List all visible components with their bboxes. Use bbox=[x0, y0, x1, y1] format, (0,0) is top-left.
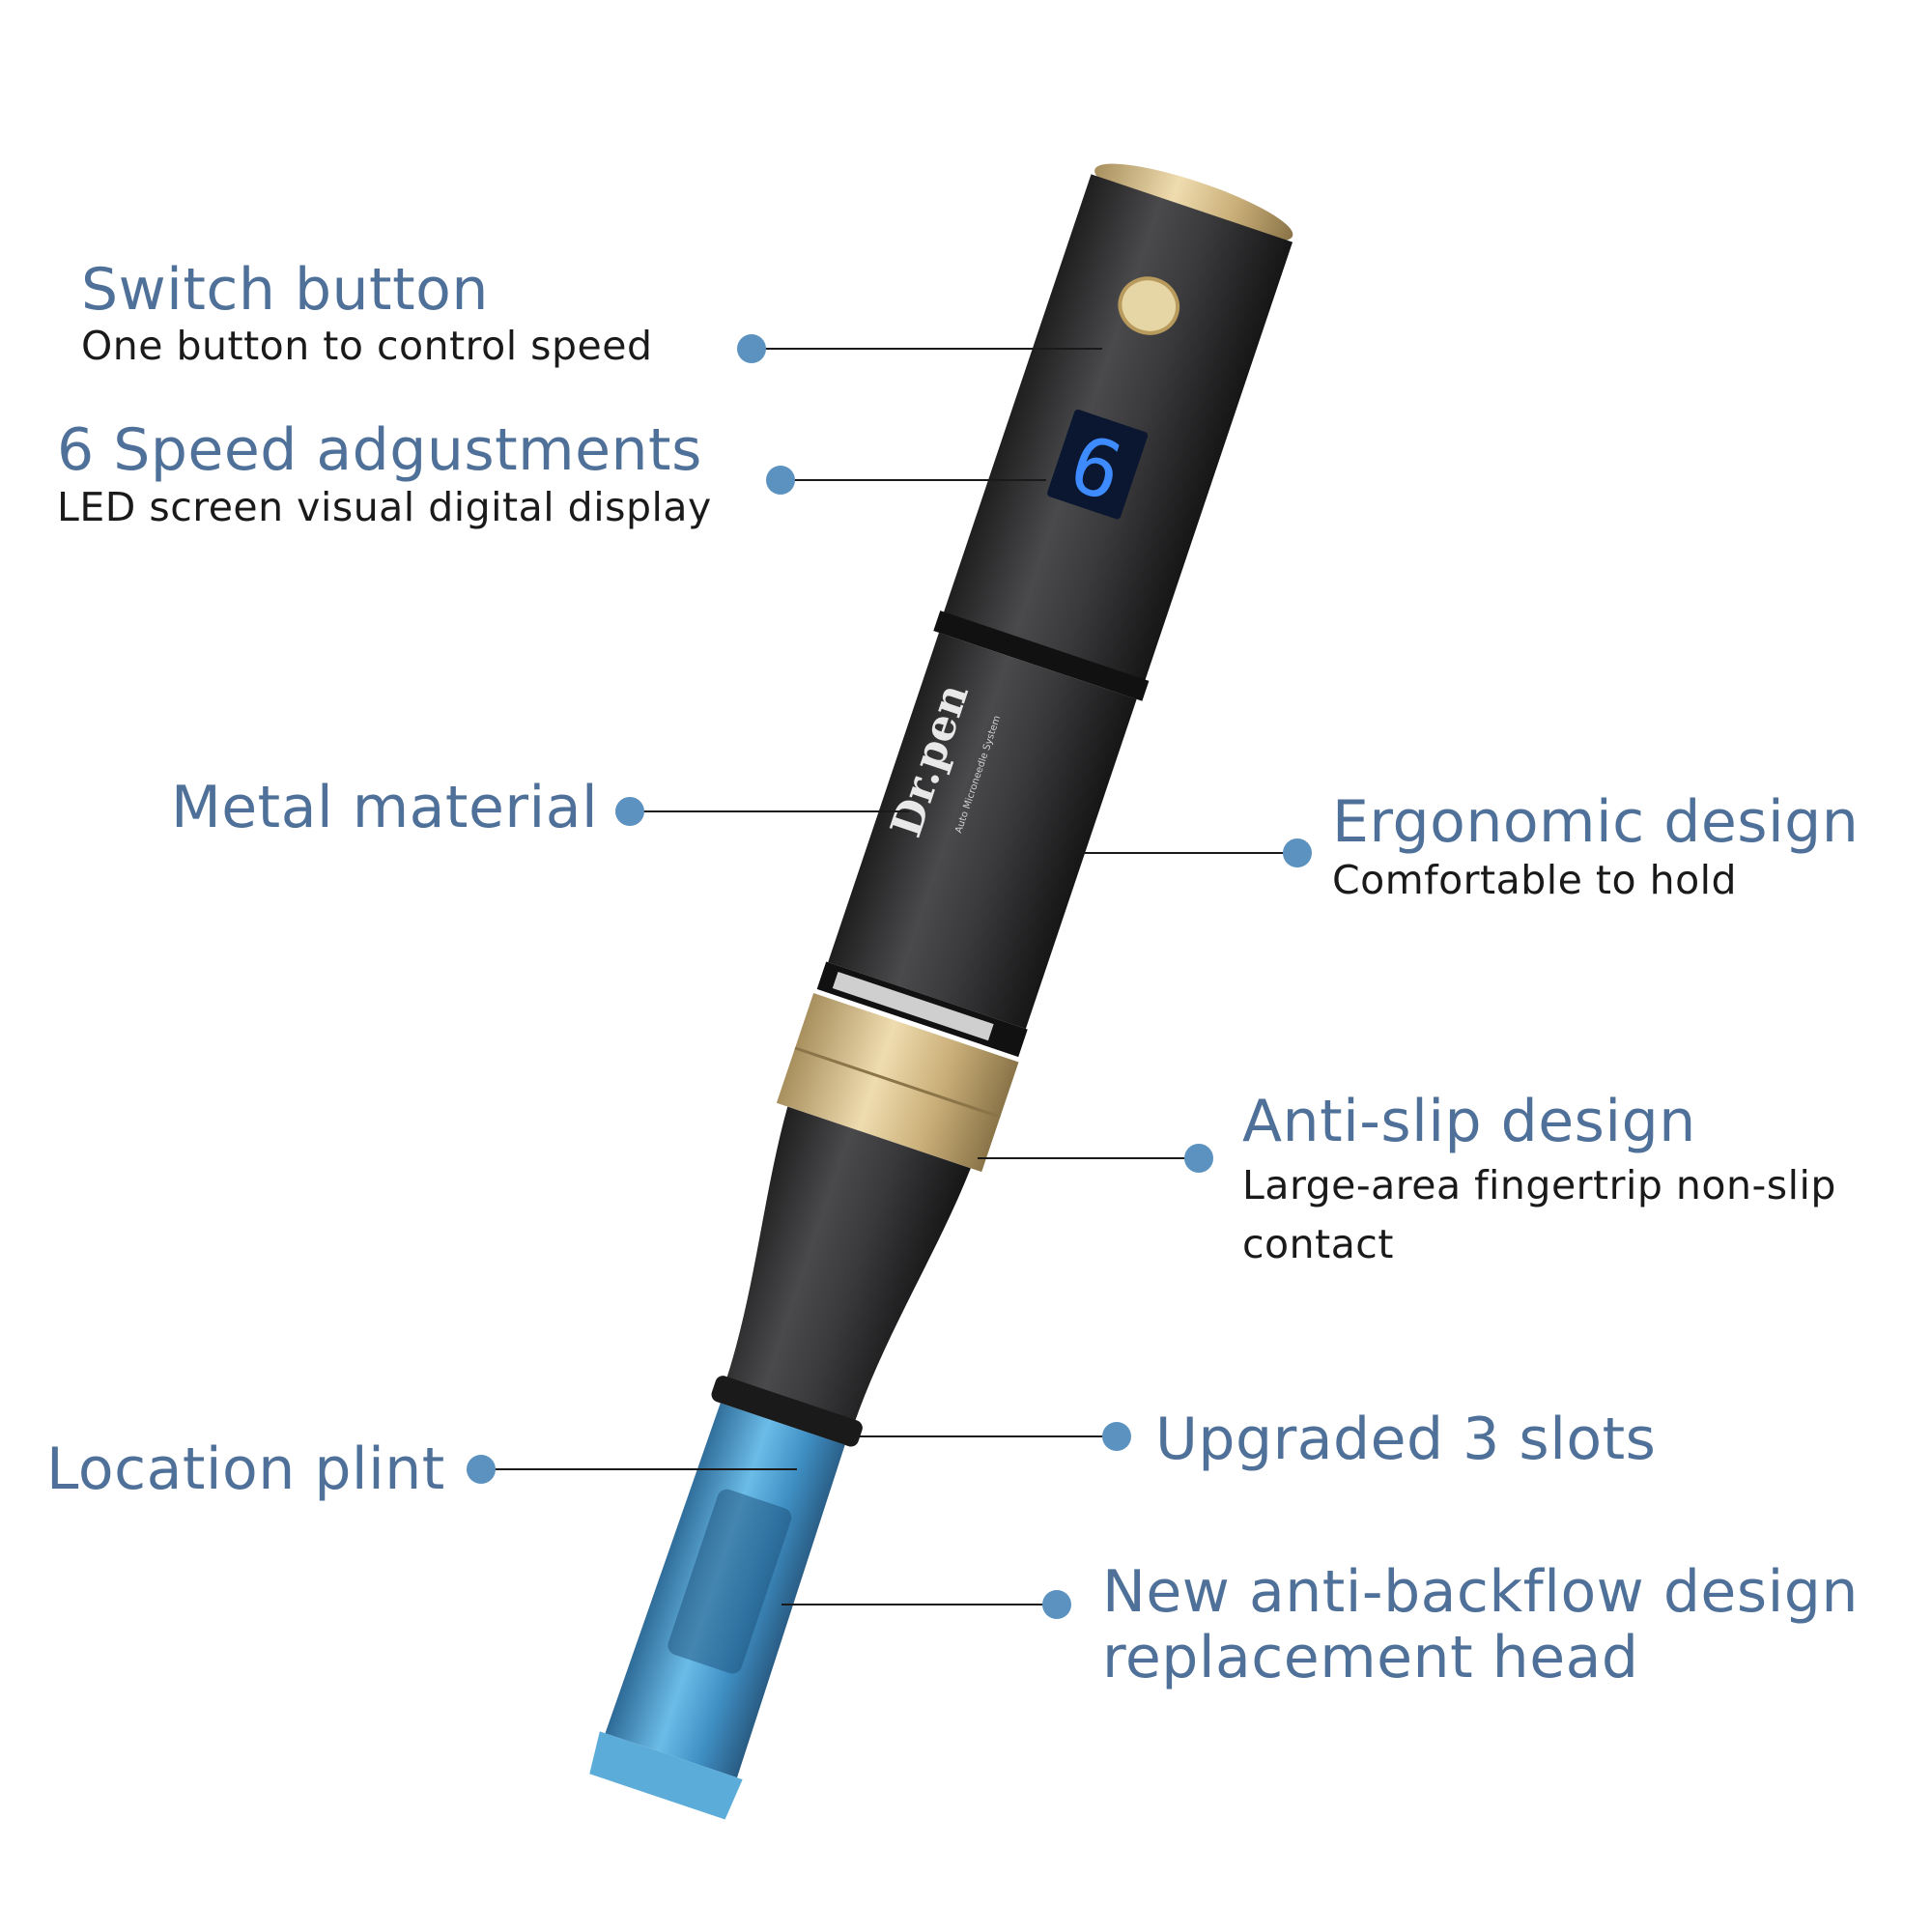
body-ring bbox=[933, 611, 1150, 701]
callout-speed-title: 6 Speed adgustments bbox=[57, 416, 702, 484]
callout-metal-title: Metal material bbox=[171, 774, 599, 841]
callout-ergonomic-title: Ergonomic design bbox=[1332, 788, 1860, 856]
depth-scale bbox=[832, 971, 994, 1041]
callout-slots-title: Upgraded 3 slots bbox=[1155, 1406, 1657, 1473]
callout-dot bbox=[1184, 1144, 1213, 1173]
callout-dot bbox=[766, 466, 795, 495]
callout-dot bbox=[1283, 838, 1312, 867]
grip-taper bbox=[724, 1106, 971, 1430]
callout-head-title-1: New anti-backflow design bbox=[1102, 1558, 1859, 1626]
callout-location-title: Location plint bbox=[46, 1435, 445, 1503]
leader-lines bbox=[481, 348, 1297, 1605]
callout-antislip-subtitle-2: contact bbox=[1242, 1221, 1394, 1267]
callout-antislip-subtitle-1: Large-area fingertrip non-slip bbox=[1242, 1162, 1836, 1208]
callout-dot bbox=[1102, 1422, 1131, 1451]
callout-dot bbox=[467, 1455, 496, 1484]
led-screen bbox=[1047, 409, 1149, 520]
callout-dot bbox=[1042, 1590, 1071, 1619]
callout-head-title-2: replacement head bbox=[1102, 1624, 1639, 1691]
slot-collar bbox=[711, 1376, 863, 1447]
lower-body bbox=[828, 632, 1137, 1030]
switch-button bbox=[1118, 276, 1180, 335]
callout-switch-subtitle: One button to control speed bbox=[81, 323, 653, 369]
callout-speed-subtitle: LED screen visual digital display bbox=[57, 484, 712, 530]
callout-ergonomic-subtitle: Comfortable to hold bbox=[1332, 857, 1738, 903]
top-cap bbox=[1094, 163, 1293, 242]
callout-dot bbox=[737, 334, 766, 363]
needle-tip bbox=[589, 1731, 743, 1820]
callout-switch-title: Switch button bbox=[81, 256, 489, 324]
callout-antislip-title: Anti-slip design bbox=[1242, 1088, 1696, 1155]
callout-dot bbox=[615, 797, 644, 826]
